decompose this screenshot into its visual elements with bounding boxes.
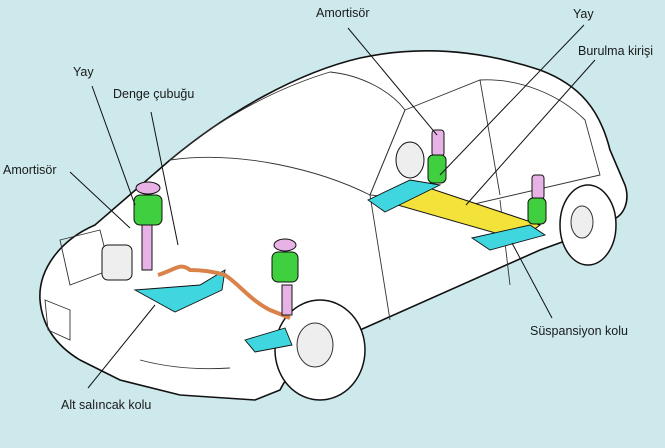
front-right-strut [271,238,299,316]
stabilizer-bar [157,264,291,320]
label-burulma-kirisi: Burulma kirişi [578,44,654,58]
label-denge-cubugu: Denge çubuğu [113,87,195,101]
side-window [369,79,601,206]
rear-left-strut [427,129,447,184]
lower-control-arm-right [244,327,293,353]
lower-control-arm [133,269,226,313]
label-amortisor-rear: Amortisör [316,6,370,20]
suspension-arm [470,224,547,251]
rear-arm-left [367,179,442,213]
label-suspansiyon-kolu: Süspansiyon kolu [530,324,628,338]
label-alt-salincak-kolu: Alt salıncak kolu [61,398,152,412]
front-left-brake [101,244,133,281]
rear-left-drum [395,141,425,179]
windshield [168,71,406,196]
rear-right-wheel [559,184,617,266]
label-yay-front: Yay [73,65,94,79]
leader-lines [69,24,596,389]
rear-right-strut [527,174,547,225]
label-yay-rear: Yay [573,7,594,21]
label-amortisor-front: Amortisör [3,163,57,177]
front-bumper [44,299,71,341]
front-left-strut [133,181,163,271]
front-right-wheel [274,299,366,401]
